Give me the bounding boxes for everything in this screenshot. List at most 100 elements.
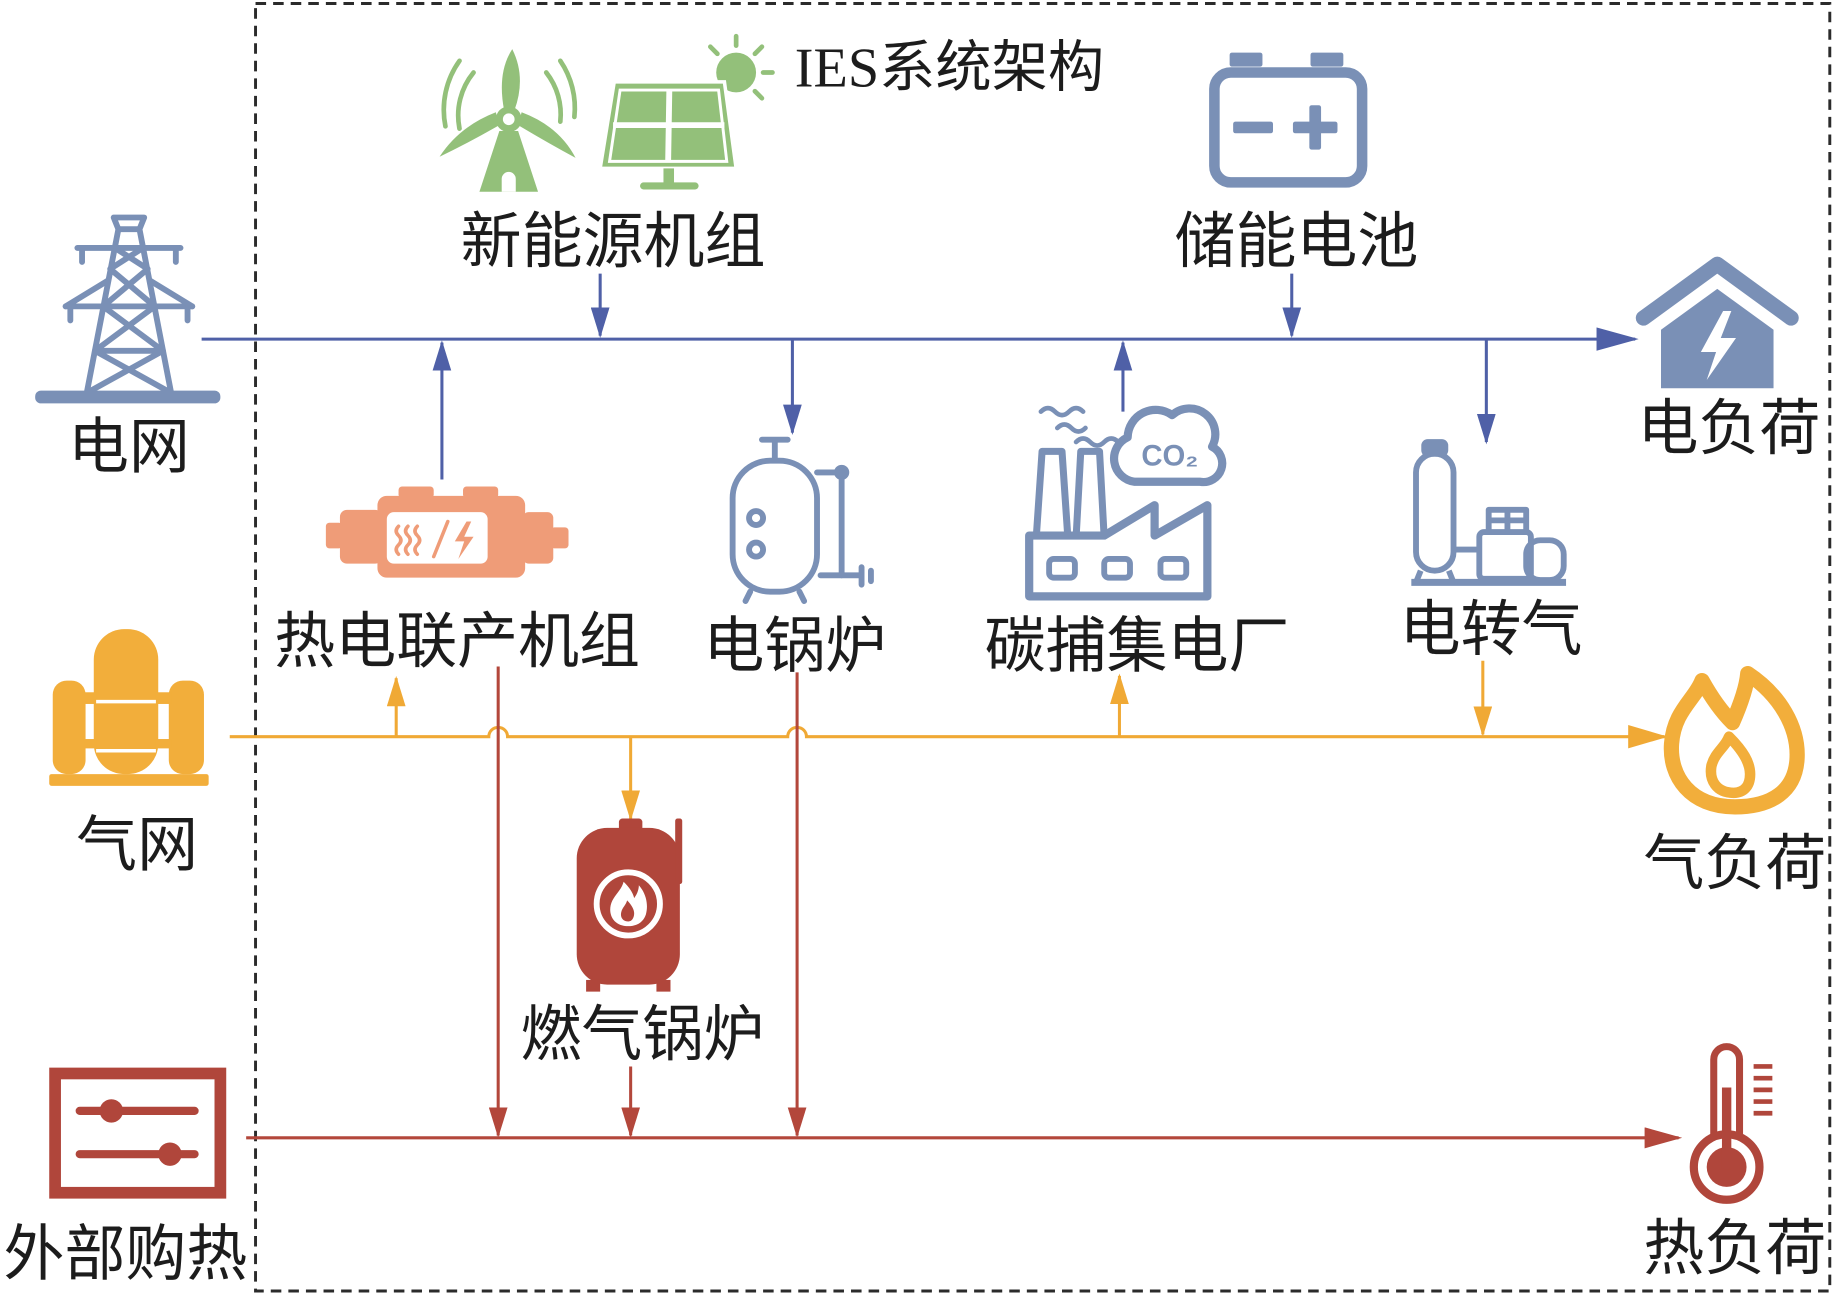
boiler-nozzle [758,436,791,462]
heat-wave [413,524,422,557]
flame-outer [1663,665,1805,815]
label-electric-load: 电负荷 [1638,396,1821,463]
label-p2g: 电转气 [1400,597,1583,664]
ies-boundary-box [254,2,1832,1293]
label-gas-network: 气网 [76,812,198,879]
smoke-line [1054,422,1088,434]
house-lightning-icon [1635,256,1799,389]
heat-waves-icon [394,519,450,559]
tower-lattice [83,244,175,396]
slash [431,519,450,559]
gas-tank [52,680,86,775]
gas-pipe [155,692,172,704]
heat-exchanger-knob [99,1099,124,1123]
electric-boiler-icon [729,436,874,604]
p2g-machine [1476,529,1534,582]
wind-arcs [441,58,578,131]
label-chp: 热电联产机组 [274,609,640,676]
panel-base [640,182,699,190]
gas-boiler-icon [576,818,683,992]
tower-insulators [67,303,191,324]
thermometer-scale [1753,1064,1773,1116]
lightning-icon [1700,311,1737,381]
factory-windows [1046,556,1190,581]
sun-ray [752,44,765,57]
smoke-line [1073,436,1121,448]
chimney [1032,447,1072,539]
p2g-frame [1485,506,1530,533]
heat-exchanger-knob [158,1142,182,1166]
engine-icon [325,486,569,578]
label-ccs-plant: 碳捕集电厂 [985,614,1290,681]
turbine-hub-center [502,113,515,126]
boiler-tank [729,457,820,595]
wind-turbine-icon [439,49,578,192]
label-heat-load: 热负荷 [1643,1216,1826,1283]
battery-terminal [1229,52,1263,67]
tower-insulators [79,244,179,265]
plug-symbol [838,564,874,588]
smoke-icon [1038,405,1121,448]
plus-sign [1309,105,1322,150]
label-gas-load: 气负荷 [1643,831,1826,898]
burner-flame-core [620,900,635,922]
house-roof [1635,256,1799,326]
boiler-valve [834,464,850,481]
tower-frame [62,214,196,396]
gas-boiler-foot [656,979,671,992]
panel-grid [613,89,725,162]
cloud-icon [1109,404,1227,487]
flame-icon [1663,665,1805,815]
minus-sign [1233,121,1274,134]
engine-part [522,512,554,564]
diagram-title: IES系统架构 [795,38,1104,100]
labels: IES系统架构 新能源机组 储能电池 电网 电负荷 热电联产机组 电锅炉 碳捕集… [4,38,1827,1289]
boiler-pipe [814,469,845,579]
thermometer-icon [1689,1043,1773,1204]
gas-boiler-pipe [675,818,683,885]
gas-pipe [82,692,97,704]
heat-flows [246,666,1683,1149]
battery-terminal [1310,52,1344,67]
gas-base [49,774,209,786]
thermometer-column [1721,1087,1732,1170]
panel-post [663,168,675,185]
p2g-round-tank [1523,537,1567,583]
flame-inner [1705,731,1756,799]
turbine-tower [479,130,539,192]
panel-frame [607,88,729,163]
heat-exchanger-icon [49,1067,227,1199]
label-purchased-heat: 外部购热 [4,1222,248,1289]
label-renewable: 新能源机组 [461,209,766,276]
factory-window [1101,556,1133,581]
heat-exchanger-frame [49,1067,227,1199]
turbine-blade [439,112,500,157]
gas-bus-line [229,725,1669,749]
tower-braces [62,277,196,310]
tower-cap [110,214,148,233]
factory-window [1157,556,1190,581]
heat-wave [403,524,413,557]
transmission-tower-icon [35,214,221,404]
engine-part [325,522,343,549]
sun-rays [708,33,775,101]
electric-flows [201,273,1639,480]
chimney [1072,447,1108,539]
battery-icon [1209,52,1368,188]
gas-flows [229,660,1669,821]
wind-arc [455,70,476,131]
wind-arc [543,70,564,124]
gas-boiler-foot [586,979,601,992]
smoke-line [1038,405,1086,418]
label-storage: 储能电池 [1175,209,1419,276]
sun-ray [752,88,765,101]
gas-tank-seams [96,699,156,753]
co2-text: CO₂ [1141,440,1198,472]
gas-pipe [82,739,97,749]
burner-ring [593,869,663,939]
label-electric-boiler: 电锅炉 [703,614,886,681]
p2g-tank [1413,450,1457,574]
chimneys [1032,447,1108,539]
turbine-blade [518,112,576,158]
